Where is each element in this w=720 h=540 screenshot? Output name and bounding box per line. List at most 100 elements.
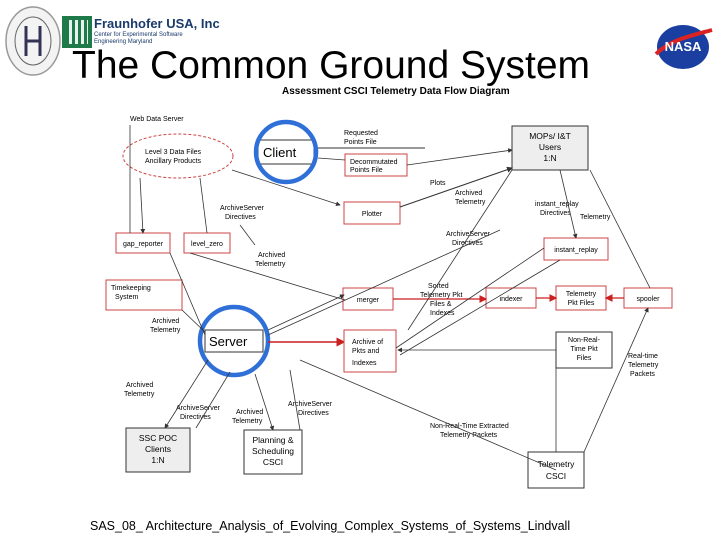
fraunhofer-subtitle: Center for Experimental Software Enginee… — [94, 32, 183, 45]
fraunhofer-name: Fraunhofer USA, Inc — [94, 16, 220, 31]
plots-label: Plots — [430, 180, 446, 187]
instant-to-archive — [395, 247, 545, 349]
sorted-label-2: Telemetry Pkt — [420, 292, 462, 299]
instant-replay-dir-2: Directives — [540, 210, 571, 217]
plotter-box — [343, 201, 401, 225]
nrt-extracted-label-1: Non-Real-Time Extracted — [430, 423, 509, 430]
archived-telemetry-b-2: Telemetry — [255, 261, 286, 268]
instant-replay-dir-1: instant_replay — [535, 201, 579, 208]
timekeeping-label-2: System — [115, 294, 139, 301]
archive-server-dir-5: ArchiveServer — [176, 405, 221, 412]
server-to-merger — [267, 294, 345, 331]
non-real-label-1: Non-Real- — [568, 337, 601, 344]
decom-label-2: Points File — [350, 167, 383, 174]
ssc-label-3: 1:N — [151, 455, 164, 465]
non-real-time-files-box — [555, 331, 613, 369]
mops-to-archive — [407, 169, 513, 331]
connector-lines — [129, 125, 651, 471]
level3-label-1: Level 3 Data Files — [145, 149, 202, 156]
server-to-planning — [254, 373, 275, 431]
slide-footer: SAS_08_ Architecture_Analysis_of_Evolvin… — [90, 519, 571, 533]
server-box — [204, 329, 264, 353]
archive-of-label-3: Indexes — [352, 360, 377, 367]
archived-telemetry-c-1: Archived — [152, 318, 179, 325]
gap-to-server — [169, 252, 206, 336]
instant-replay-label: instant_replay — [554, 247, 598, 254]
server-to-telemetry-csci — [299, 359, 557, 471]
ssc-poc-clients-box — [125, 427, 191, 473]
timekeeping-label-1: Timekeeping — [111, 285, 151, 292]
timekeeping-to-server — [181, 309, 206, 333]
ssc-label-2: Clients — [145, 444, 171, 454]
fraunhofer-logo-grid — [66, 20, 88, 44]
server-highlight-circle — [197, 304, 271, 378]
archive-of-label-2: Pkts and — [352, 348, 379, 355]
sorted-label-1: Sorted — [428, 283, 449, 290]
archive-of-label-1: Archive of — [352, 339, 383, 346]
nasa-wordmark: NASA — [665, 39, 702, 54]
server-to-ssc — [164, 359, 209, 429]
decom-to-mops — [406, 148, 513, 166]
instant-to-archive-2 — [399, 259, 561, 356]
diagram-subtitle: Assessment CSCI Telemetry Data Flow Diag… — [282, 86, 510, 97]
non-real-label-2: Time Pkt — [570, 346, 597, 353]
level3-label-2: Ancillary Products — [145, 158, 202, 165]
archive-server-dir-4: Directives — [452, 240, 483, 247]
level-zero-to-level3 — [199, 177, 208, 234]
archive-server-dir-8: Directives — [298, 410, 329, 417]
mops-label-2: Users — [539, 142, 561, 152]
archived-telemetry-e-1: Archived — [236, 409, 263, 416]
server-to-instant — [267, 229, 501, 336]
planning-scheduling-box — [243, 429, 303, 475]
archive-server-dir-7: ArchiveServer — [288, 401, 333, 408]
gap-reporter-label: gap_reporter — [123, 241, 164, 248]
client-decom — [317, 157, 346, 161]
archived-telemetry-d-1: Archived — [126, 382, 153, 389]
web-data-server-label: Web Data Server — [130, 116, 184, 123]
telemetry-r-label: Telemetry — [580, 214, 611, 221]
client-to-plotter — [231, 169, 341, 207]
planning-label-2: Scheduling — [252, 446, 294, 456]
nasa-logo: NASA — [654, 25, 713, 69]
level-zero-to-merger — [189, 252, 346, 301]
nrt-extracted-label-2: Telemetry Packets — [440, 432, 498, 439]
archive-server-dir-3: ArchiveServer — [446, 231, 491, 238]
archive-server-dir-6: Directives — [180, 414, 211, 421]
mops-label-1: MOPs/ I&T — [529, 131, 571, 141]
ssc-to-server — [195, 371, 231, 429]
gap-to-level3 — [139, 177, 146, 234]
mops-users-box — [511, 125, 589, 171]
planning-to-server — [289, 369, 301, 431]
archive-server-dir-1: ArchiveServer — [220, 205, 265, 212]
non-real-label-3: Files — [577, 355, 592, 362]
client-highlight-circle — [253, 119, 319, 185]
mops-label-3: 1:N — [543, 153, 556, 163]
archived-telemetry-d-2: Telemetry — [124, 391, 155, 398]
planning-label-3: CSCI — [263, 457, 283, 467]
slide-title: The Common Ground System — [72, 44, 591, 87]
decom-label-1: Decommutated — [350, 159, 398, 166]
client-box — [257, 139, 315, 165]
archived-telemetry-b-1: Archived — [258, 252, 285, 259]
real-time-label-1: Real-time — [628, 353, 658, 360]
mops-to-instant — [559, 169, 578, 239]
indexer-label: indexer — [500, 296, 524, 303]
telemetry-pkt-label-2: Pkt Files — [568, 300, 595, 307]
merger-label: merger — [357, 297, 380, 304]
sorted-label-3: Files & — [430, 301, 452, 308]
mops-to-spooler — [589, 169, 651, 289]
server-label: Server — [209, 334, 248, 349]
archived-telemetry-c-2: Telemetry — [150, 327, 181, 334]
telemetry-csci-label-2: CSCI — [546, 471, 566, 481]
plots-flow — [399, 166, 513, 208]
real-time-label-2: Telemetry — [628, 362, 659, 369]
dir-left-1 — [239, 224, 256, 246]
csci-to-spooler — [583, 307, 649, 453]
archived-telemetry-a-1: Archived — [455, 190, 482, 197]
johns-hopkins-seal — [5, 6, 61, 76]
archived-telemetry-e-2: Telemetry — [232, 418, 263, 425]
timekeeping-box — [105, 279, 183, 311]
requested-label-2: Points File — [344, 139, 377, 146]
ssc-label-1: SSC POC — [139, 433, 177, 443]
